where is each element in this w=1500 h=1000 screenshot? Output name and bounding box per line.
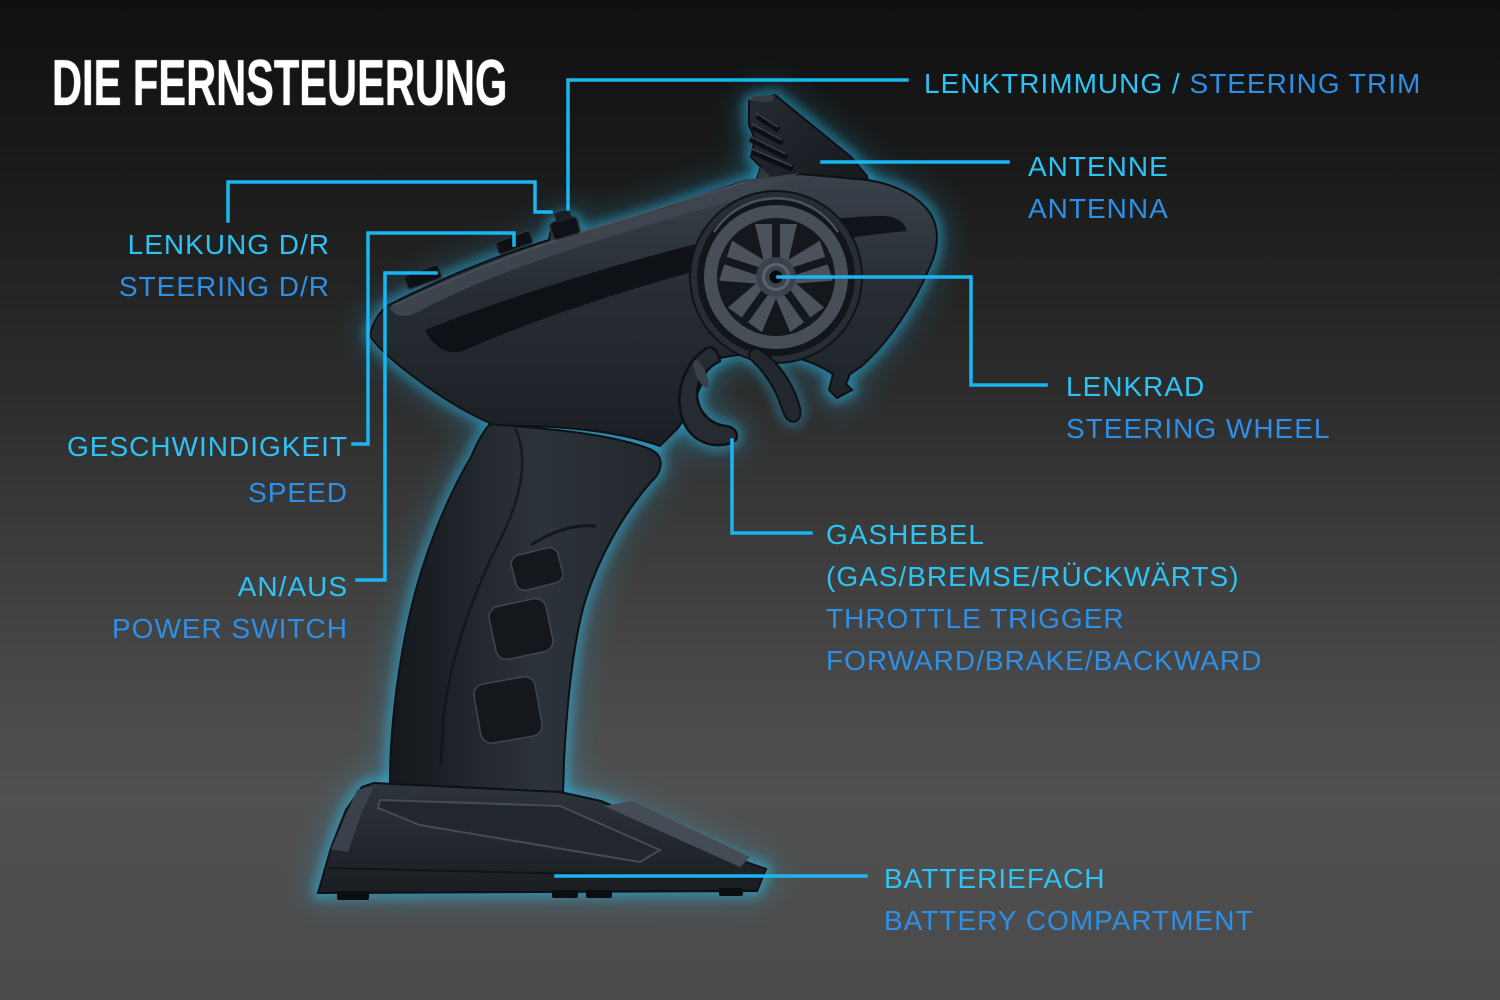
- label-steering-wheel-de: LENKRAD: [1066, 371, 1206, 402]
- label-battery-de: BATTERIEFACH: [884, 863, 1106, 894]
- label-throttle-en-1: THROTTLE TRIGGER: [826, 603, 1125, 634]
- label-power-switch: AN/AUS POWER SWITCH: [112, 566, 348, 650]
- label-antenna: ANTENNE ANTENNA: [1028, 146, 1169, 230]
- label-battery-en: BATTERY COMPARTMENT: [884, 905, 1254, 936]
- label-steering-dr-en: STEERING D/R: [118, 271, 330, 302]
- callout-throttle: [730, 438, 813, 535]
- label-throttle-en-2: FORWARD/BRAKE/BACKWARD: [826, 645, 1263, 676]
- label-steering-trim-en: STEERING TRIM: [1189, 68, 1422, 99]
- callout-steering-trim: [566, 78, 909, 211]
- label-steering-trim-de: LENKTRIMMUNG /: [924, 68, 1181, 99]
- label-throttle-de-1: GASHEBEL: [826, 519, 985, 550]
- page-title: DIE FERNSTEUERUNG: [52, 47, 508, 120]
- trim-knob: [549, 209, 581, 241]
- callout-steering-dr: [226, 180, 553, 223]
- grip-shape: [388, 423, 662, 797]
- label-steering-trim: LENKTRIMMUNG / STEERING TRIM: [924, 63, 1421, 105]
- body-shape: [369, 173, 938, 447]
- label-steering-dr: LENKUNG D/R STEERING D/R: [119, 224, 330, 308]
- label-steering-wheel: LENKRAD STEERING WHEEL: [1066, 366, 1330, 450]
- grip-grooves: [473, 546, 564, 744]
- label-steering-dr-de: LENKUNG D/R: [127, 229, 330, 260]
- wheel-spokes: [719, 222, 833, 333]
- label-power-switch-de: AN/AUS: [237, 571, 348, 602]
- callout-steering-wheel: [776, 275, 1048, 387]
- callout-lines: [226, 78, 1048, 878]
- base-shape: [317, 782, 767, 900]
- label-power-switch-en: POWER SWITCH: [112, 613, 348, 644]
- label-throttle-trigger: GASHEBEL (GAS/BREMSE/RÜCKWÄRTS) THROTTLE…: [826, 514, 1262, 682]
- power-switch-shape: [403, 264, 443, 290]
- label-steering-wheel-en: STEERING WHEEL: [1066, 413, 1331, 444]
- label-antenna-en: ANTENNA: [1028, 193, 1169, 224]
- label-speed: GESCHWINDIGKEIT SPEED: [67, 424, 348, 516]
- base-feet: [337, 888, 743, 900]
- label-speed-en: SPEED: [248, 477, 348, 508]
- label-throttle-de-2: (GAS/BREMSE/RÜCKWÄRTS): [826, 561, 1240, 592]
- callout-speed: [351, 231, 516, 446]
- label-speed-de: GESCHWINDIGKEIT: [66, 431, 348, 462]
- label-battery: BATTERIEFACH BATTERY COMPARTMENT: [884, 858, 1254, 942]
- steering-wheel-shape: [689, 190, 863, 364]
- callout-power: [355, 271, 438, 582]
- label-antenna-de: ANTENNE: [1028, 151, 1169, 182]
- trigger-shape: [678, 346, 802, 447]
